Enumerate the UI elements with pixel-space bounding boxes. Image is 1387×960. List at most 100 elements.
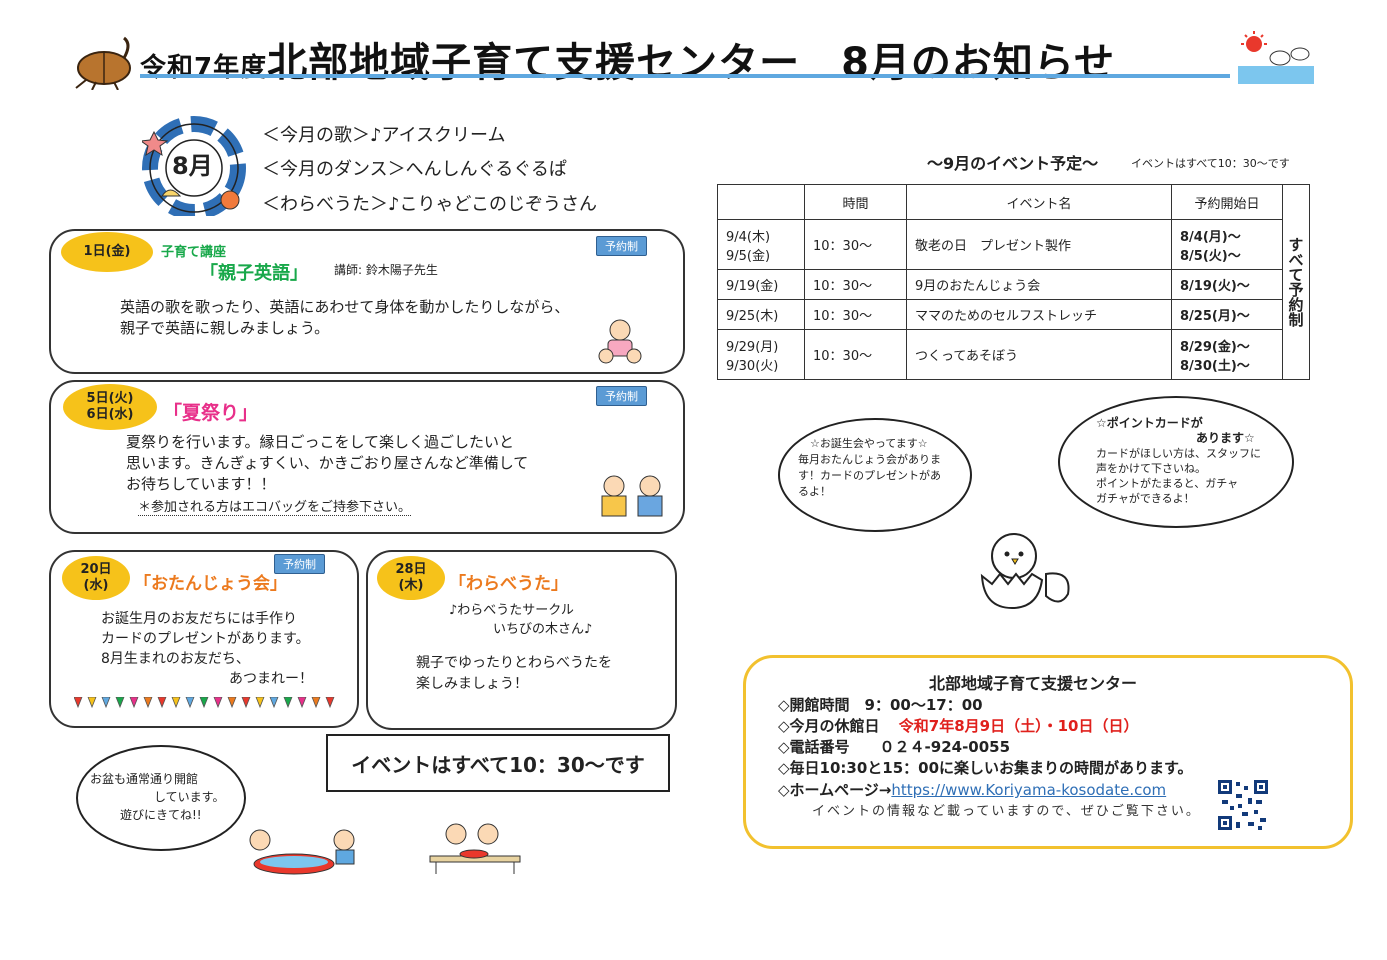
table-header-row: 時間 イベント名 予約開始日 すべて予約制 bbox=[717, 184, 1310, 380]
event-description: 英語の歌を歌ったり、英語にあわせて身体を動かしたりしながら、 親子で英語に親しみ… bbox=[120, 297, 569, 339]
event-title: 「親子英語」 bbox=[200, 263, 308, 284]
reserve-badge: 予約制 bbox=[596, 236, 647, 256]
date-line: 9/29(月) bbox=[726, 339, 779, 355]
date-line: (木) bbox=[398, 578, 424, 593]
event-title: 「夏祭り」 bbox=[163, 402, 259, 424]
row-time: 10：30〜 bbox=[804, 219, 907, 270]
date-line: 5日(火) bbox=[86, 391, 134, 407]
closed-days: ◇今月の休館日 令和7年8月9日（土）・10日（日） bbox=[778, 715, 1138, 736]
row-event-name: つくってあそぼう bbox=[906, 329, 1172, 380]
homepage-link[interactable]: https://www.Koriyama-kosodate.com bbox=[891, 781, 1167, 799]
float-ring-icon bbox=[139, 116, 246, 220]
description-line: 8月生まれのお友だち、 bbox=[101, 651, 250, 667]
description-line: 親子で英語に親しみましょう。 bbox=[120, 319, 330, 337]
description-line: 英語の歌を歌ったり、英語にあわせて身体を動かしたりしながら、 bbox=[120, 298, 570, 316]
start-line: 8/30(土)〜 bbox=[1180, 358, 1250, 374]
homepage-row: ◇ホームページ→https://www.Koriyama-kosodate.co… bbox=[778, 779, 1166, 800]
beetle-icon bbox=[66, 34, 136, 94]
bubble-line: ポイントがたまると、ガチャ bbox=[1096, 477, 1239, 490]
bubble-line: 毎月おたんじょう会がありま bbox=[798, 453, 941, 466]
obon-bubble-text: お盆も通常通り開館 しています。 遊びにきてね!! bbox=[90, 770, 224, 824]
date-line: 9/4(木) bbox=[726, 229, 771, 245]
closed-days-label: ◇今月の休館日 bbox=[778, 717, 880, 735]
festival-kids-illustration bbox=[594, 474, 674, 526]
homepage-label: ◇ホームページ→ bbox=[778, 781, 892, 799]
monthly-song: ＜今月の歌＞♪アイスクリーム bbox=[262, 125, 506, 146]
title-underline bbox=[140, 74, 1230, 78]
chick-egg-illustration bbox=[976, 524, 1076, 614]
start-line: 8/29(金)〜 bbox=[1180, 339, 1250, 355]
column-header: 予約開始日 bbox=[1171, 184, 1283, 220]
bunting-decoration bbox=[73, 694, 336, 713]
closed-days-value: 令和7年8月9日（土）・10日（日） bbox=[898, 717, 1139, 735]
bubble-line: お盆も通常通り開館 bbox=[90, 772, 199, 786]
speech-bubble-point-card bbox=[1058, 396, 1294, 528]
event-description: 親子でゆったりとわらべうたを 楽しみましょう！ bbox=[416, 653, 612, 695]
center-name: 北部地域子育て支援センター bbox=[929, 674, 1138, 693]
start-line: 8/4(月)〜 bbox=[1180, 229, 1241, 245]
side-label: すべて予約制 bbox=[1286, 237, 1305, 327]
date-badge: 28日 (木) bbox=[377, 556, 445, 600]
bubble-line: るよ！ bbox=[798, 485, 831, 498]
title-main: 北部地域子育て支援センター 8月のお知らせ bbox=[267, 40, 1116, 86]
birthday-bubble-text: ☆お誕生会やってます☆ 毎月おたんじょう会がありま す！カードのプレゼントがあ … bbox=[798, 436, 941, 500]
start-line: 8/5(火)〜 bbox=[1180, 248, 1241, 264]
kids-picnic-illustration bbox=[426, 816, 526, 880]
date-badge: 1日(金) bbox=[61, 232, 153, 272]
description-line: 思います。きんぎょすくい、かきごおり屋さんなど準備して bbox=[126, 454, 529, 472]
row-reservation-start: 8/4(月)〜 8/5(火)〜 bbox=[1171, 219, 1283, 270]
bubble-title: あります☆ bbox=[1196, 431, 1255, 445]
kids-pool-illustration bbox=[246, 826, 368, 880]
event-note: ＊参加される方はエコバッグをご持参下さい。 bbox=[138, 496, 412, 516]
september-heading: 〜9月のイベント予定〜 bbox=[927, 154, 1099, 173]
date-line: 9/30(火) bbox=[726, 358, 779, 374]
row-event-name: ママのためのセルフストレッチ bbox=[906, 299, 1172, 330]
row-date: 9/4(木) 9/5(金) bbox=[717, 219, 805, 270]
row-event-name: 9月のおたんじょう会 bbox=[906, 269, 1172, 300]
description-line: カードのプレゼントがあります。 bbox=[101, 631, 310, 647]
qr-code-icon[interactable] bbox=[1218, 780, 1268, 834]
instructor-label: 講師: 鈴木陽子先生 bbox=[334, 263, 438, 277]
bubble-line: 声をかけて下さいね。 bbox=[1096, 462, 1206, 475]
date-line: 6日(水) bbox=[86, 407, 134, 422]
reserve-badge: 予約制 bbox=[596, 386, 647, 406]
description-line: お待ちしています！！ bbox=[126, 475, 276, 493]
event-subtitle: ♪わらべうたサークル いちびの木さん♪ bbox=[449, 601, 592, 639]
opening-hours: ◇開館時間 9：00〜17：00 bbox=[778, 696, 983, 714]
event-series-label: 子育て講座 bbox=[161, 245, 227, 260]
description-line: 親子でゆったりとわらべうたを bbox=[416, 655, 612, 671]
children-singing-illustration bbox=[596, 318, 646, 370]
table-row: 9/4(木)9/5(金) 10：30〜 敬老の日 プレゼント製作 8/4(月)〜… bbox=[717, 219, 1310, 270]
column-header: 時間 bbox=[804, 184, 907, 220]
banner-text: イベントはすべて10：30〜です bbox=[351, 752, 645, 777]
column-header bbox=[717, 184, 805, 220]
date-line: 20日 bbox=[80, 562, 112, 578]
date-badge: 5日(火) 6日(水) bbox=[63, 384, 157, 430]
phone-number: ◇電話番号 ０２４-924-0055 bbox=[778, 738, 1011, 756]
event-description: 夏祭りを行います。縁日ごっこをして楽しく過ごしたいと 思います。きんぎょすくい、… bbox=[126, 432, 528, 495]
speech-bubble-obon bbox=[76, 745, 246, 851]
date-line: (水) bbox=[83, 578, 109, 593]
subtitle-line: ♪わらべうたサークル bbox=[449, 603, 574, 618]
table-row: 9/25(木) 10：30〜 ママのためのセルフストレッチ 8/25(月)〜 bbox=[717, 299, 1310, 330]
row-date: 9/29(月) 9/30(火) bbox=[717, 329, 805, 380]
daily-gathering: ◇毎日10:30と15：00に楽しいお集まりの時間があります。 bbox=[778, 759, 1193, 777]
event-description: お誕生月のお友だちには手作り カードのプレゼントがあります。 8月生まれのお友だ… bbox=[101, 609, 313, 689]
row-time: 10：30〜 bbox=[804, 269, 907, 300]
event-title: 「わらべうた」 bbox=[449, 574, 568, 594]
row-date: 9/25(木) bbox=[717, 299, 805, 330]
all-events-banner: イベントはすべて10：30〜です bbox=[326, 734, 670, 792]
page-title: 令和7年度北部地域子育て支援センター 8月のお知らせ bbox=[140, 30, 1115, 88]
bubble-line: ガチャができるよ！ bbox=[1096, 492, 1195, 505]
bubble-line: ☆お誕生会やってます☆ bbox=[810, 437, 928, 450]
point-card-bubble-text: ☆ポイントカードが あります☆ カードがほしい方は、スタッフに 声をかけて下さい… bbox=[1096, 416, 1261, 506]
date-line: 9/5(金) bbox=[726, 248, 771, 264]
monthly-warabe: ＜わらべうた＞♪こりゃどこのじぞうさん bbox=[262, 194, 597, 215]
bubble-title: ☆ポイントカードが bbox=[1096, 416, 1203, 430]
title-prefix: 令和7年度 bbox=[140, 53, 268, 83]
description-line: あつまれー！ bbox=[229, 671, 313, 687]
reserve-badge: 予約制 bbox=[274, 554, 325, 574]
event-card-english bbox=[49, 229, 685, 374]
column-header: イベント名 bbox=[906, 184, 1172, 220]
bubble-line: しています。 bbox=[154, 790, 225, 804]
